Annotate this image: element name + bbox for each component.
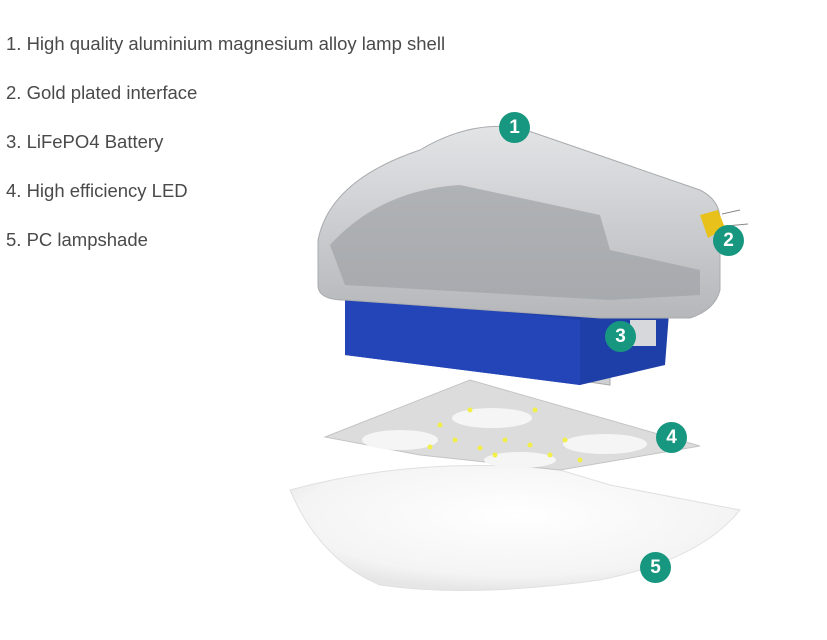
callout-badge-3: 3 bbox=[605, 321, 636, 352]
alloy-lamp-shell bbox=[317, 125, 721, 319]
legend-item-led: 4. High efficiency LED bbox=[6, 180, 188, 201]
callout-badge-1: 1 bbox=[499, 112, 530, 143]
callout-badge-2: 2 bbox=[713, 225, 744, 256]
callout-badge-4: 4 bbox=[656, 422, 687, 453]
pc-lampshade bbox=[289, 465, 741, 591]
legend-item-battery: 3. LiFePO4 Battery bbox=[6, 131, 164, 152]
component-legend: 1. High quality aluminium magnesium allo… bbox=[6, 32, 445, 277]
led-board bbox=[323, 379, 701, 471]
callout-badge-5: 5 bbox=[640, 552, 671, 583]
legend-item-interface: 2. Gold plated interface bbox=[6, 82, 198, 103]
legend-item-lampshade: 5. PC lampshade bbox=[6, 229, 148, 250]
legend-item-shell: 1. High quality aluminium magnesium allo… bbox=[6, 33, 446, 54]
